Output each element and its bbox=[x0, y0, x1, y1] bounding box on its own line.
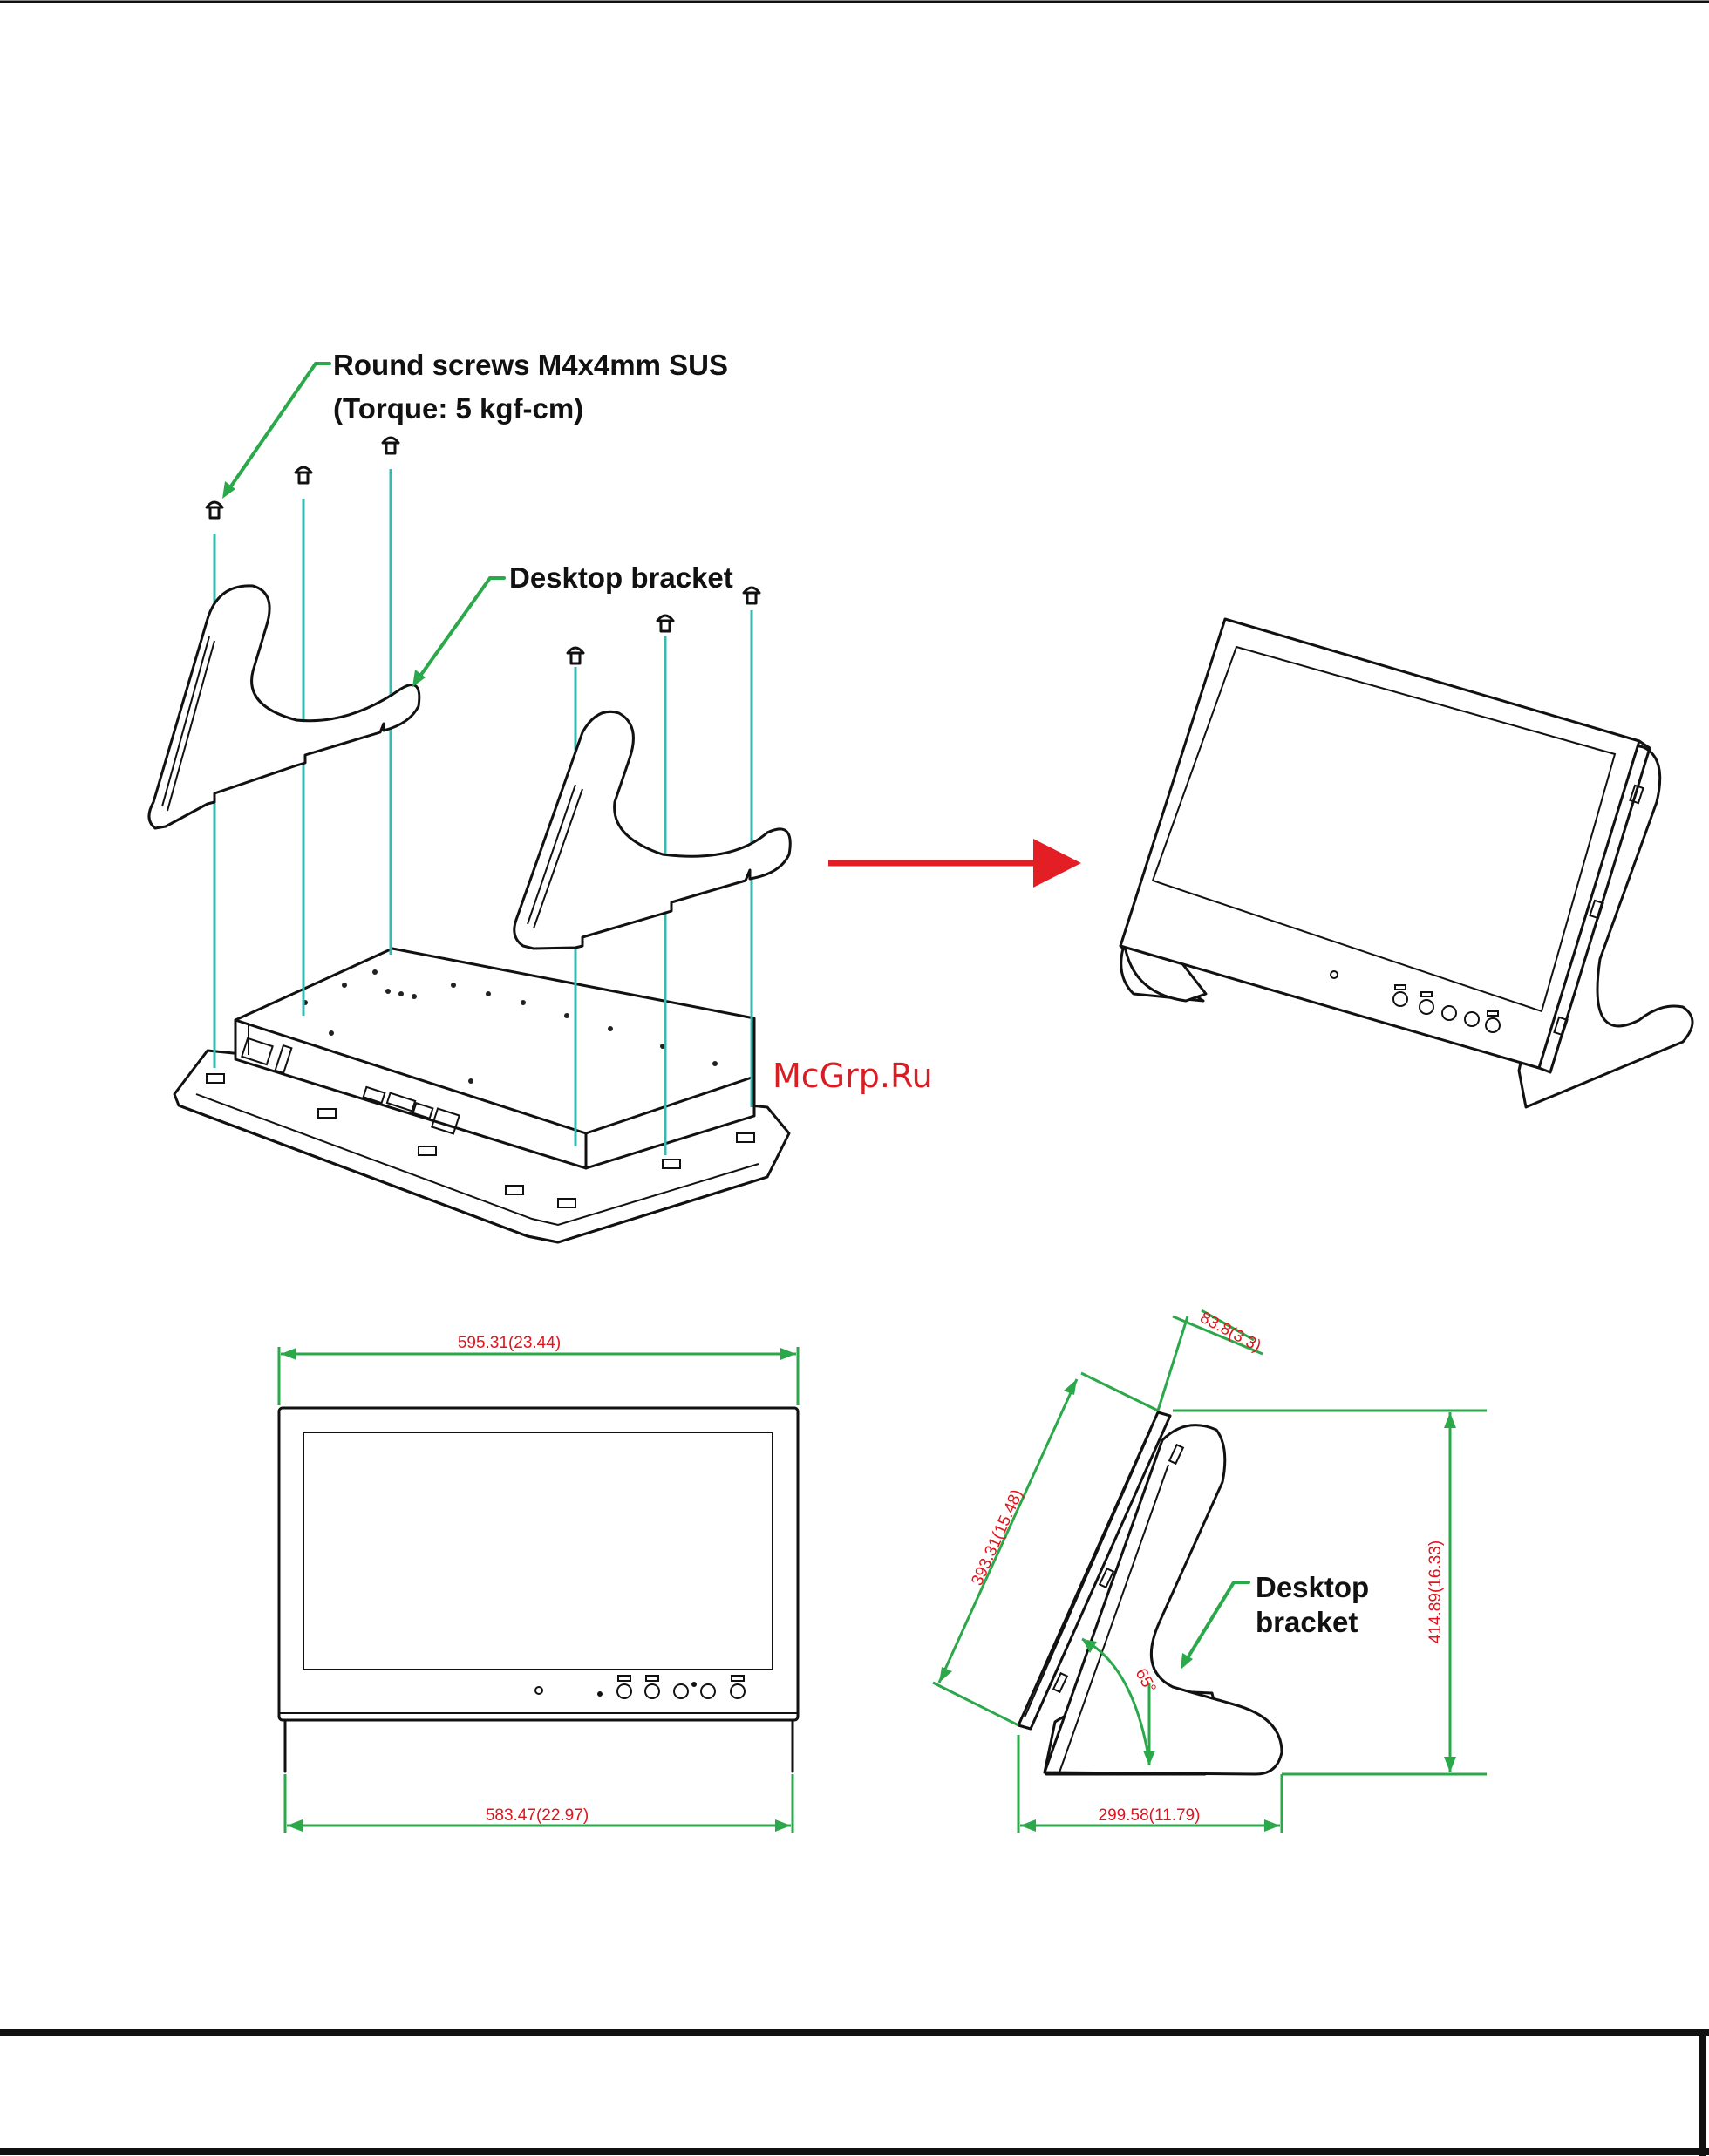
assembled-panel-on-bracket bbox=[1120, 619, 1692, 1107]
exploded-assembly: Round screws M4x4mm SUS (Torque: 5 kgf-c… bbox=[149, 349, 790, 1242]
dim-side-base: 299.58(11.79) bbox=[1099, 1806, 1201, 1825]
bracket-leader bbox=[419, 578, 504, 678]
dim-side-diagonal: 393.31(15.48) bbox=[968, 1486, 1026, 1588]
screws-leader bbox=[228, 364, 330, 490]
dim-side-depth-top: 83.8(3.3) bbox=[1197, 1309, 1264, 1356]
dim-front-width-top: 595.31(23.44) bbox=[458, 1334, 561, 1352]
red-arrow-icon bbox=[828, 839, 1081, 888]
screw-icon bbox=[207, 438, 759, 663]
dim-front-width-bottom: 583.47(22.97) bbox=[486, 1806, 589, 1825]
dim-side-height: 414.89(16.33) bbox=[1426, 1540, 1445, 1643]
side-view: 65° 83.8(3.3) 393.31(15.48) 414.89(16.33… bbox=[933, 1309, 1487, 1833]
panel-computer-rear bbox=[174, 949, 789, 1242]
front-view: 595.31(23.44) 583.47(22.97) bbox=[279, 1334, 798, 1833]
screws-label-line2: (Torque: 5 kgf-cm) bbox=[333, 392, 583, 425]
watermark: McGrp.Ru bbox=[773, 1057, 933, 1095]
screws-label-line1: Round screws M4x4mm SUS bbox=[333, 349, 728, 381]
desktop-bracket-right bbox=[514, 711, 790, 949]
side-bracket-label-line2: bracket bbox=[1256, 1606, 1358, 1638]
side-bracket-label-line1: Desktop bbox=[1256, 1571, 1369, 1603]
desktop-bracket-label: Desktop bracket bbox=[509, 561, 733, 594]
page-footer-box bbox=[0, 2032, 1709, 2156]
